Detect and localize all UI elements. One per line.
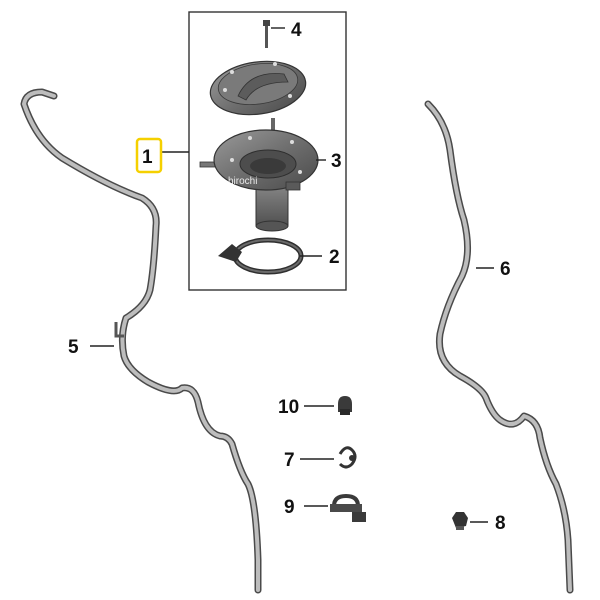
- callout-6[interactable]: 6: [500, 259, 511, 280]
- clip-part-7: [338, 446, 357, 469]
- hose-part-5: [20, 88, 262, 594]
- callout-4[interactable]: 4: [291, 20, 302, 41]
- grommet-part-8: [452, 512, 468, 530]
- callout-7[interactable]: 7: [284, 450, 295, 471]
- hose-part-6: [424, 100, 574, 594]
- filler-cap-lid: [209, 60, 307, 116]
- callout-2[interactable]: 2: [329, 247, 340, 268]
- plug-part-10: [338, 396, 352, 415]
- callout-9[interactable]: 9: [284, 497, 295, 518]
- callout-8[interactable]: 8: [495, 513, 506, 534]
- callout-1-highlight: [135, 137, 163, 174]
- clamp-part-9: [330, 493, 366, 522]
- callout-10[interactable]: 10: [278, 397, 299, 418]
- filler-neck-part-3: hirochi: [199, 129, 319, 232]
- callout-1[interactable]: 1: [142, 147, 153, 168]
- callout-5[interactable]: 5: [68, 337, 79, 358]
- watermark-text: hirochi: [228, 176, 257, 187]
- latch-pin: [271, 118, 275, 132]
- gasket-part-2: [218, 237, 304, 275]
- assembly-frame: [188, 11, 347, 291]
- callout-3[interactable]: 3: [331, 151, 342, 172]
- screw-part-4: [263, 20, 270, 48]
